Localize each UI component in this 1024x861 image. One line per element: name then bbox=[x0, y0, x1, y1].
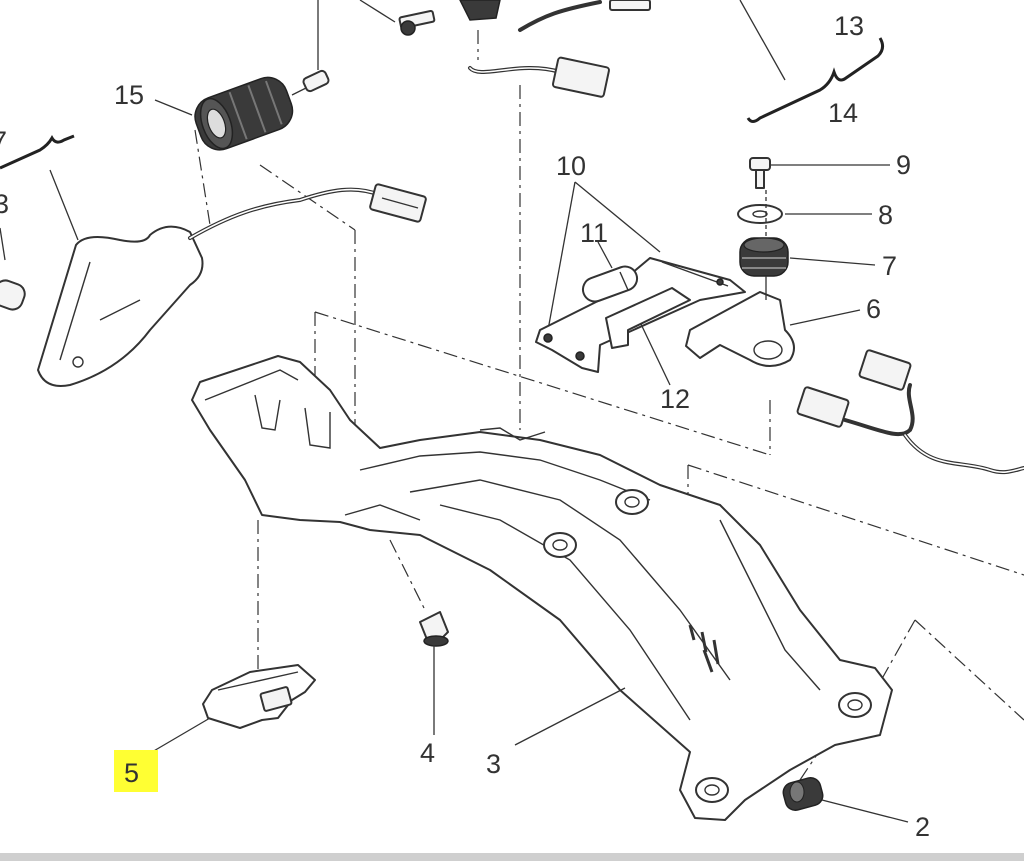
part-3-license-plate-holder bbox=[191, 355, 893, 821]
callout-5-highlight bbox=[114, 750, 158, 792]
part-9-screw bbox=[749, 157, 890, 189]
part-5-reflector-bracket bbox=[151, 664, 316, 753]
callout-labels: 2 3 3 4 5 6 7 7 8 9 10 11 12 13 14 15 bbox=[0, 11, 930, 842]
part-8-washer bbox=[737, 204, 872, 224]
callout-5: 5 bbox=[124, 758, 139, 788]
callout-7: 7 bbox=[882, 251, 897, 281]
callout-15: 15 bbox=[114, 80, 144, 110]
callout-6: 6 bbox=[866, 294, 881, 324]
part-6-mount-bracket bbox=[685, 190, 861, 367]
callout-4: 4 bbox=[420, 738, 435, 768]
callout-9: 9 bbox=[896, 150, 911, 180]
part-7-edge-bracket bbox=[0, 134, 79, 241]
callout-13: 13 bbox=[834, 11, 864, 41]
callout-11: 11 bbox=[580, 218, 608, 248]
part-15-bolt bbox=[291, 0, 330, 96]
license-light-wire bbox=[796, 349, 1024, 475]
callout-8: 8 bbox=[878, 200, 893, 230]
part-4-screw bbox=[419, 611, 449, 735]
top-bolt-fragment bbox=[359, 0, 501, 36]
callout-10: 10 bbox=[556, 151, 586, 181]
callout-2: 2 bbox=[915, 812, 930, 842]
left-turn-signal bbox=[37, 183, 427, 387]
callout-14: 14 bbox=[828, 98, 858, 128]
part-3-edge-screw bbox=[0, 227, 26, 311]
part-2-bolt bbox=[782, 777, 909, 823]
part-12-lens bbox=[605, 287, 691, 386]
callout-3-edge: 3 bbox=[0, 189, 9, 219]
callout-12: 12 bbox=[660, 384, 690, 414]
callout-3: 3 bbox=[486, 749, 501, 779]
bottom-border bbox=[0, 853, 1024, 861]
part-11-bulb bbox=[581, 241, 639, 303]
top-connector-fragment bbox=[468, 0, 651, 98]
callout-7-edge: 7 bbox=[0, 126, 7, 156]
part-13-14-spring-bracket bbox=[739, 0, 885, 123]
part-7-grommet bbox=[739, 237, 876, 277]
part-15-rubber-grommet bbox=[154, 76, 294, 151]
